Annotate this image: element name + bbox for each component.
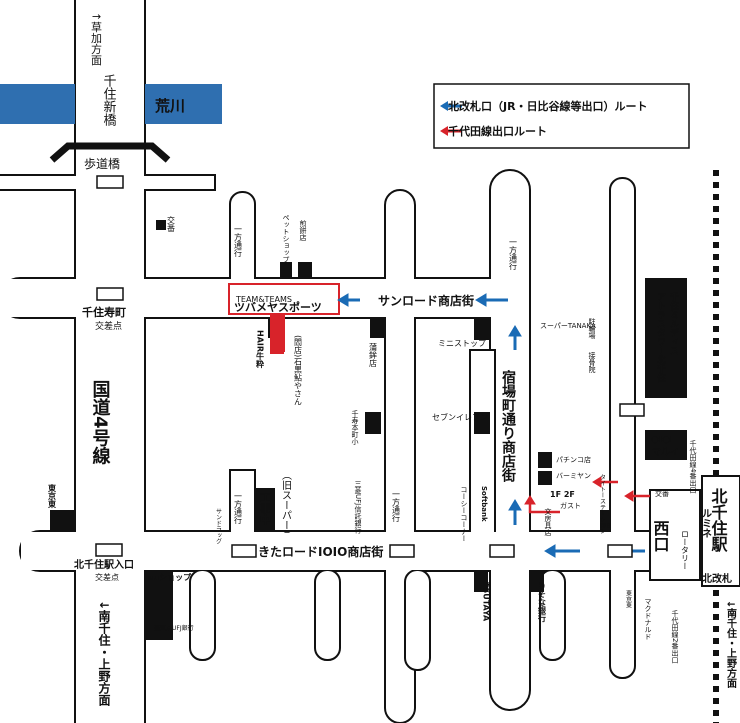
gusto-floor: 1F 2F xyxy=(550,490,575,499)
barber: バーミヤン xyxy=(556,472,591,480)
south-direction: ↓南千住・上野方面 xyxy=(97,600,111,707)
shop-name: ツバメヤスポーツ xyxy=(234,300,322,314)
koban2: 交番 xyxy=(655,489,669,498)
rotary: ロータリー xyxy=(681,530,690,570)
north-direction: ↑草加方面 xyxy=(90,12,103,65)
kotobukicho-sub: 交差点 xyxy=(95,320,122,332)
senju-mild: 千住ミルディス xyxy=(668,291,679,355)
taito: タイトーステーション xyxy=(599,474,606,534)
kitasenju-iriguchi-sub: 交差点 xyxy=(95,572,119,582)
bridge-name: 千住新橋 xyxy=(101,74,117,127)
seven: セブンイレブン xyxy=(432,412,488,422)
footbridge-shape xyxy=(49,142,171,163)
senju-elem: 千寿本町小 xyxy=(351,409,359,446)
sun-drug: サンドラッグ xyxy=(215,508,222,545)
resona: りそな銀行 xyxy=(538,582,547,623)
itb: ITB xyxy=(600,522,611,530)
north-gate: 北改札 xyxy=(702,572,732,585)
oneway-4: 一方通行 xyxy=(392,490,401,523)
kotobukicho-name: 千住寿町 xyxy=(82,305,126,319)
shukuba-label: 宿場町通り商店街 xyxy=(500,369,517,483)
mitsubishi-trust: 三菱UFJ信託銀行 xyxy=(354,480,362,534)
pet-shop: ペットショップ xyxy=(282,214,290,263)
clinic: 接骨院 xyxy=(588,351,596,374)
rice-cracker: 煎餅店 xyxy=(299,219,307,242)
legend-red-label: 千代田線出口ルート xyxy=(448,124,547,138)
parking: 駐輪場 xyxy=(588,317,596,340)
road-fills xyxy=(0,0,709,723)
tsutaya: TSUTAYA xyxy=(482,582,491,622)
lumine: ルミネ xyxy=(700,508,712,538)
river-label: 荒川 xyxy=(155,97,185,115)
bunsendo: 文房具店 xyxy=(544,507,552,537)
kaku: 東京東 xyxy=(48,483,57,509)
legend-box xyxy=(433,83,690,149)
hair-shop: HAIR牛粋 xyxy=(256,330,265,369)
chiyoda2: 千代田線2番出口 xyxy=(671,609,679,663)
nishiguchi: 西口 xyxy=(651,520,670,552)
station-name: 北千住駅 xyxy=(709,488,729,553)
softbank: Softbank xyxy=(480,486,488,522)
marui-logos xyxy=(95,175,645,558)
kitasenju-iriguchi: 北千住駅入口 xyxy=(74,558,134,571)
route4-label: 国道4号線 xyxy=(90,380,111,466)
station-box xyxy=(701,475,740,587)
atore: アトラスタワー北千住 xyxy=(655,292,666,383)
oneway-1: 一方通行 xyxy=(234,225,243,258)
marui-logo-text: ○I○I xyxy=(651,435,673,445)
oneway-3: 一方通行 xyxy=(234,492,243,525)
ufj-bank: 三菱東京UFJ銀行 xyxy=(148,624,194,632)
buildings xyxy=(50,220,687,640)
oneway-2: 一方通行 xyxy=(509,238,518,271)
mcdonalds: マクドナルド xyxy=(644,598,652,640)
footbridge-label: 歩道橋 xyxy=(84,156,120,171)
legend-blue-label: 北改札口（JR・日比谷線等出口）ルート xyxy=(448,99,648,113)
stone-shop: (閻店)石黒鮎やさん xyxy=(294,335,303,405)
kitaroad-label: きたロードIOIO商店街 xyxy=(258,544,383,559)
ministop: ミニストップ xyxy=(438,339,486,348)
marui-text: マルイ xyxy=(652,447,679,458)
koban-label: 交番 xyxy=(167,215,176,233)
super-tanaka: スーパーTANAKA xyxy=(540,322,596,330)
construction: 工事中 xyxy=(259,492,272,526)
coffee: コーシーコーナー xyxy=(460,486,468,542)
au-shop: auショップ xyxy=(148,572,192,582)
kamaboko: 蒲鉾店 xyxy=(369,342,378,368)
shop-team: TEAM&TEAMS xyxy=(235,295,292,304)
former-super: （旧スーパー） xyxy=(280,470,292,540)
pachinko: パチンコ店 xyxy=(556,455,591,464)
gusto: ガスト xyxy=(560,501,581,510)
east-bank: 東京東 xyxy=(625,589,632,609)
west-exit-box xyxy=(649,489,701,581)
sunroad-label: サンロード商店街 xyxy=(378,293,474,308)
south-direction-right: ↓南千住・上野方面 xyxy=(725,600,737,689)
chiyoda4: 千代田線4番出口 xyxy=(689,439,697,493)
red-route xyxy=(524,476,650,514)
